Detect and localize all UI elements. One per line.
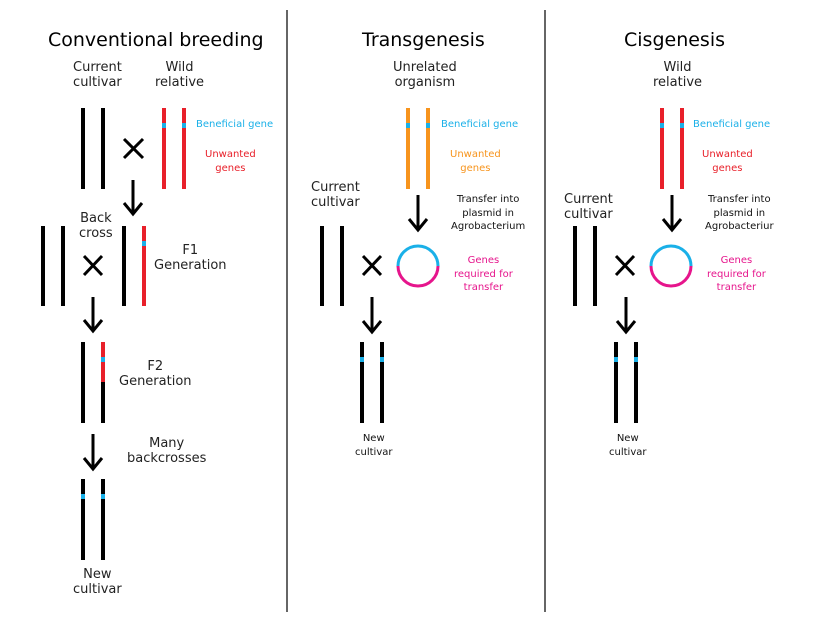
arrow-down-icon — [82, 297, 104, 334]
cross-icon — [82, 254, 104, 277]
cross-icon — [614, 254, 636, 277]
cisgenesis-current-cultivar — [573, 226, 597, 306]
label-beneficial-gene: Beneficial gene — [441, 119, 519, 130]
beneficial-gene-marker — [660, 123, 664, 128]
beneficial-gene-marker — [614, 357, 618, 362]
backcross-parent — [41, 226, 65, 306]
unrelated-organism-chromosomes — [406, 108, 430, 189]
label-beneficial-gene: Beneficial gene — [693, 119, 771, 130]
conventional-wild-relative — [162, 108, 186, 189]
beneficial-gene-marker — [380, 357, 384, 362]
cross-icon — [361, 254, 383, 277]
arrow-down-icon — [361, 297, 383, 335]
panel-title-cisgenesis: Cisgenesis — [624, 29, 726, 51]
cisgenesis-new-cultivar — [614, 342, 638, 423]
beneficial-gene-marker — [162, 123, 166, 128]
arrow-down-icon — [615, 297, 637, 335]
arrow-down-icon — [661, 195, 683, 233]
arrow-down-icon — [82, 434, 104, 472]
beneficial-gene-marker — [426, 123, 430, 128]
beneficial-gene-marker — [360, 357, 364, 362]
beneficial-gene-marker — [101, 357, 105, 362]
plasmid-icon — [396, 244, 440, 288]
label-beneficial-gene: Beneficial gene — [196, 119, 274, 130]
conventional-new-cultivar — [81, 479, 105, 560]
conventional-parent-cultivar — [81, 108, 105, 189]
plasmid-icon — [649, 244, 693, 288]
arrow-down-icon — [407, 195, 429, 233]
panel-title-conventional: Conventional breeding — [48, 29, 264, 51]
panel-title-transgenesis: Transgenesis — [362, 29, 485, 51]
beneficial-gene-marker — [634, 357, 638, 362]
f1-chromosomes — [122, 226, 146, 306]
beneficial-gene-marker — [182, 123, 186, 128]
beneficial-gene-marker — [406, 123, 410, 128]
cisgenesis-wild-relative — [660, 108, 684, 189]
transgenesis-current-cultivar — [320, 226, 344, 306]
transgenesis-new-cultivar — [360, 342, 384, 423]
f2-chromosomes — [81, 342, 105, 423]
beneficial-gene-marker — [81, 494, 85, 499]
beneficial-gene-marker — [101, 494, 105, 499]
beneficial-gene-marker — [142, 241, 146, 246]
cross-icon — [122, 137, 145, 160]
arrow-down-icon — [122, 180, 144, 217]
beneficial-gene-marker — [680, 123, 684, 128]
